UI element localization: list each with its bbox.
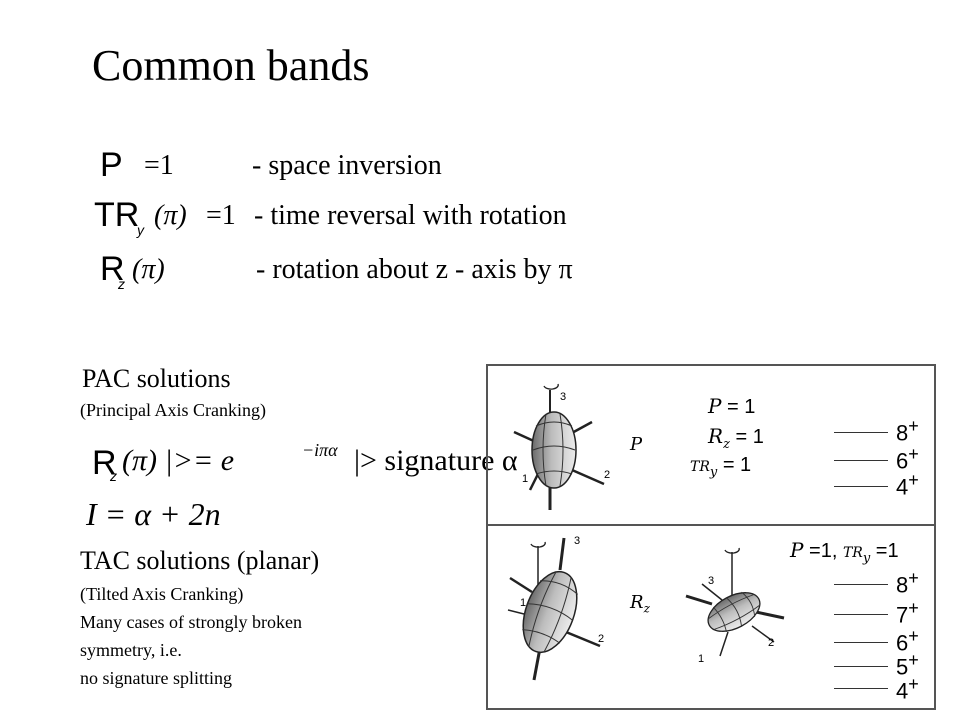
tac-level-line-6 (834, 642, 888, 643)
tac-level-line-7 (834, 614, 888, 615)
symbol-tr-desc: - time reversal with rotation (254, 200, 567, 231)
pac-level-line-6 (834, 460, 888, 461)
pac-spin-formula: I = α + 2n (86, 496, 221, 532)
symbol-tr: TR (94, 196, 140, 234)
pac-symmetry-equations: P = 1 Rz = 1 TRy = 1 (690, 394, 804, 490)
tac-right-axis-2: 2 (768, 637, 774, 649)
pac-level-line-8 (834, 432, 888, 433)
pac-axis-3: 3 (560, 391, 566, 403)
tac-line-1: (Tilted Axis Cranking) (80, 584, 244, 604)
tac-right-axis-3: 3 (708, 575, 714, 587)
tac-level-7: 7+ (896, 598, 919, 628)
tac-level-line-8 (834, 584, 888, 585)
pac-level-line-4 (834, 486, 888, 487)
tac-symmetry-equation: P =1, TRy =1 (790, 538, 899, 566)
tac-level-5: 5+ (896, 650, 919, 680)
pac-subheading: (Principal Axis Cranking) (80, 400, 266, 420)
pac-axis-1: 1 (522, 473, 528, 485)
pac-heading: PAC solutions (82, 364, 231, 393)
tac-left-axis-3: 3 (574, 535, 580, 547)
pac-level-8: 8+ (896, 416, 919, 446)
pac-axis-2: 2 (604, 469, 610, 481)
symbol-rz-arg: (π) (132, 254, 165, 285)
symbol-rz-sub: z (118, 276, 125, 292)
pac-formula: R z (π) |>= e −iπα |> signature α (92, 440, 518, 486)
pac-level-4: 4+ (896, 470, 919, 500)
pac-eq-try: TRy = 1 (690, 454, 752, 480)
pac-formula-rest: (π) |>= e (122, 444, 235, 477)
symbol-rz: R (100, 250, 125, 288)
tac-line-4: no signature splitting (80, 668, 232, 688)
symmetry-rz: R z (π) - rotation about z - axis by π (100, 250, 700, 292)
tac-nucleus-diagram-right: 3 2 1 (685, 547, 785, 665)
tac-level-6: 6+ (896, 626, 919, 656)
page-title: Common bands (92, 41, 370, 90)
symbol-p: P (100, 146, 123, 184)
symbol-p-rhs: =1 (144, 150, 174, 181)
pac-formula-tail: |> signature α (354, 444, 518, 477)
pac-nucleus-diagram: 3 1 2 (513, 383, 610, 510)
pac-panel-label: P (630, 434, 643, 455)
tac-right-axis-1: 1 (698, 653, 704, 665)
symmetry-p: P =1 - space inversion (100, 146, 700, 186)
tac-level-line-5 (834, 666, 888, 667)
tac-line-2: Many cases of strongly broken (80, 612, 302, 632)
tac-nucleus-diagram-left: 3 1 2 (507, 535, 604, 681)
figure-divider (486, 524, 936, 526)
tac-level-4: 4+ (896, 674, 919, 704)
tac-line-3: symmetry, i.e. (80, 640, 182, 660)
pac-formula-symbol: R (92, 444, 117, 482)
tac-panel-label: Rz (630, 592, 650, 616)
pac-level-6: 6+ (896, 444, 919, 474)
tac-left-axis-2: 2 (598, 633, 604, 645)
pac-formula-sub: z (110, 468, 117, 484)
pac-eq-p: P = 1 (708, 394, 756, 418)
figure-frame (486, 364, 936, 710)
tac-level-8: 8+ (896, 568, 919, 598)
symbol-rz-desc: - rotation about z - axis by π (256, 254, 573, 285)
symbol-tr-sub: y (137, 222, 144, 238)
tac-heading: TAC solutions (planar) (80, 546, 320, 575)
pac-formula-exponent: −iπα (302, 440, 338, 460)
pac-eq-rz: Rz = 1 (708, 424, 764, 452)
symbol-tr-rhs: =1 (206, 200, 236, 231)
tac-left-axis-1: 1 (520, 597, 526, 609)
symmetry-tr: TR y (π) =1 - time reversal with rotatio… (94, 196, 714, 238)
symbol-tr-arg: (π) (154, 200, 187, 231)
tac-level-line-4 (834, 688, 888, 689)
symbol-p-desc: - space inversion (252, 150, 442, 181)
